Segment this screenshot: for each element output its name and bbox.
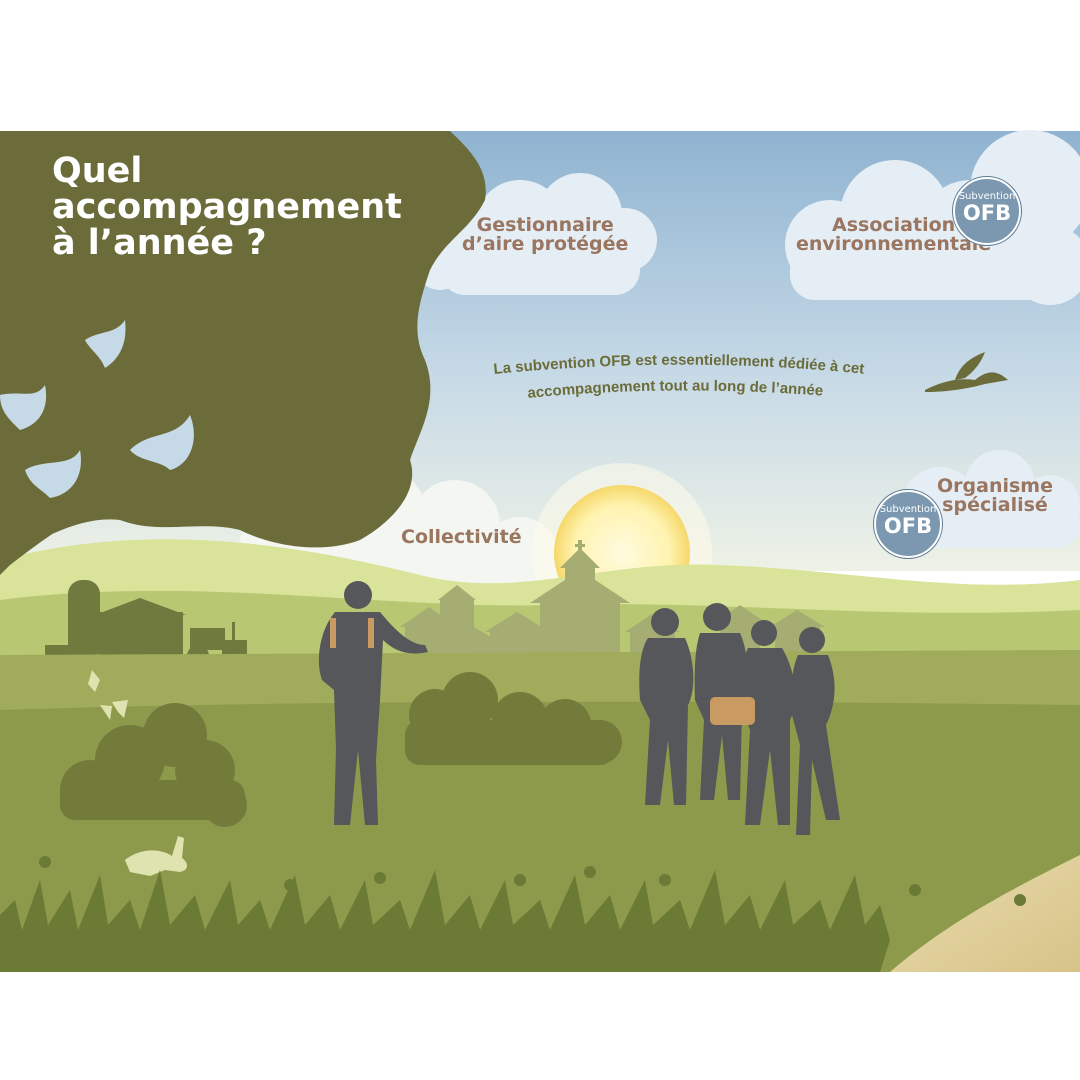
guide-person — [318, 581, 428, 825]
rabbit-icon — [125, 836, 187, 876]
label-collectivite: Collectivité — [401, 526, 522, 548]
group-people — [639, 603, 840, 835]
label-gestionnaire: Gestionnaire d’aire protégée — [462, 214, 629, 256]
caption: La subvention OFB est essentiellement dé… — [493, 352, 865, 402]
farm — [45, 580, 186, 660]
subvention-ofb-badge-2: Subvention OFB — [874, 490, 942, 558]
badge-ofb-text-2: OFB — [883, 514, 933, 538]
bush-left — [60, 703, 247, 827]
badge-subvention-text-2: Subvention — [879, 504, 937, 515]
caption-line-2: accompagnement tout au long de l’année — [527, 377, 824, 402]
title-line-1: Quel — [52, 151, 143, 191]
backpack-strap — [330, 618, 336, 648]
badge-ofb-text: OFB — [962, 201, 1012, 225]
caption-line-1: La subvention OFB est essentiellement dé… — [493, 352, 865, 378]
tree — [0, 131, 486, 560]
subvention-ofb-badge: Subvention OFB — [953, 177, 1021, 245]
badge-subvention-text: Subvention — [958, 191, 1016, 202]
label-association: Association environnementale — [796, 214, 992, 256]
label-gestionnaire-line-2: d’aire protégée — [462, 233, 629, 256]
tree-gaps — [0, 320, 194, 498]
butterfly-icon — [88, 670, 100, 692]
label-organisme-line-1: Organisme — [937, 475, 1053, 497]
bottom-edge — [0, 972, 1080, 1080]
label-organisme: Organisme spécialisé — [937, 475, 1053, 517]
bag-icon — [710, 697, 755, 725]
title-line-2: accompagnement — [52, 187, 402, 227]
backpack-strap-2 — [368, 618, 374, 648]
dirt-path — [890, 855, 1080, 972]
stork-icon — [925, 352, 1008, 392]
caption-line-2-text: accompagnement tout au long de l’année — [527, 377, 824, 402]
bush-center — [405, 672, 622, 765]
label-association-line-2: environnementale — [796, 233, 992, 256]
tree-trunk — [0, 470, 150, 575]
foreground-grass — [0, 870, 890, 972]
label-association-line-1: Association — [832, 214, 956, 236]
butterfly-icon-2 — [100, 700, 128, 720]
flowers — [39, 856, 1026, 906]
label-gestionnaire-line-1: Gestionnaire — [476, 214, 614, 236]
label-organisme-line-2: spécialisé — [942, 494, 1048, 517]
page-title: Quel accompagnement à l’année ? — [52, 153, 402, 261]
caption-line-1-text: La subvention OFB est essentiellement dé… — [493, 352, 865, 378]
title-line-3: à l’année ? — [52, 223, 267, 263]
